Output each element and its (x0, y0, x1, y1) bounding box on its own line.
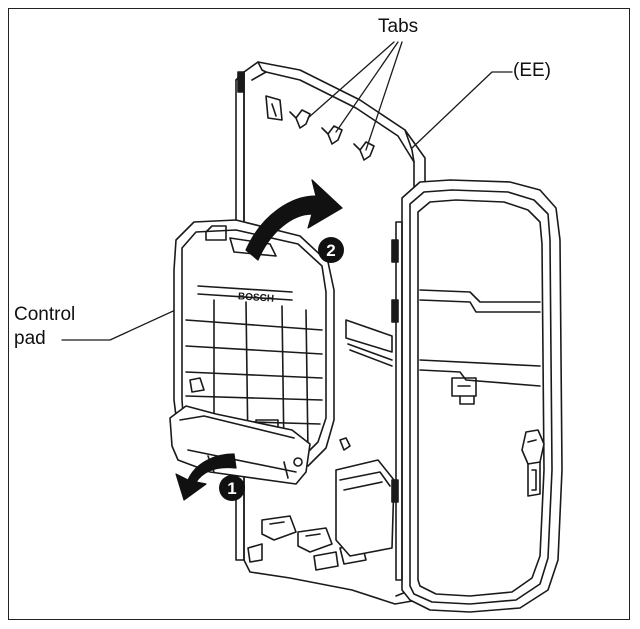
tabs-label: Tabs (378, 16, 419, 37)
tabs-leader-3 (365, 41, 403, 151)
housing-door (391, 179, 563, 613)
tabs-leader-1 (307, 41, 395, 119)
step-2-arrow (245, 179, 343, 261)
step-1-number: 1 (227, 479, 236, 498)
step-2-number: 2 (326, 241, 335, 260)
brand-logo-text: BOSCH (238, 291, 275, 304)
step-2-marker: 2 (318, 237, 344, 263)
control-pad-device (169, 219, 335, 485)
hanging-bin (335, 459, 395, 557)
control-pad-label-line1: Control (14, 304, 76, 325)
step-1-arrow (175, 453, 237, 501)
ee-label: (EE) (513, 60, 551, 81)
ee-leader (411, 71, 513, 149)
tab-left (295, 109, 311, 129)
control-pad-label-line2: pad (14, 328, 46, 349)
tab-right (359, 141, 375, 161)
step-1-marker: 1 (219, 475, 245, 501)
tabs-group (237, 71, 375, 161)
tabs-leader-2 (335, 41, 399, 133)
tab-middle (327, 125, 343, 145)
